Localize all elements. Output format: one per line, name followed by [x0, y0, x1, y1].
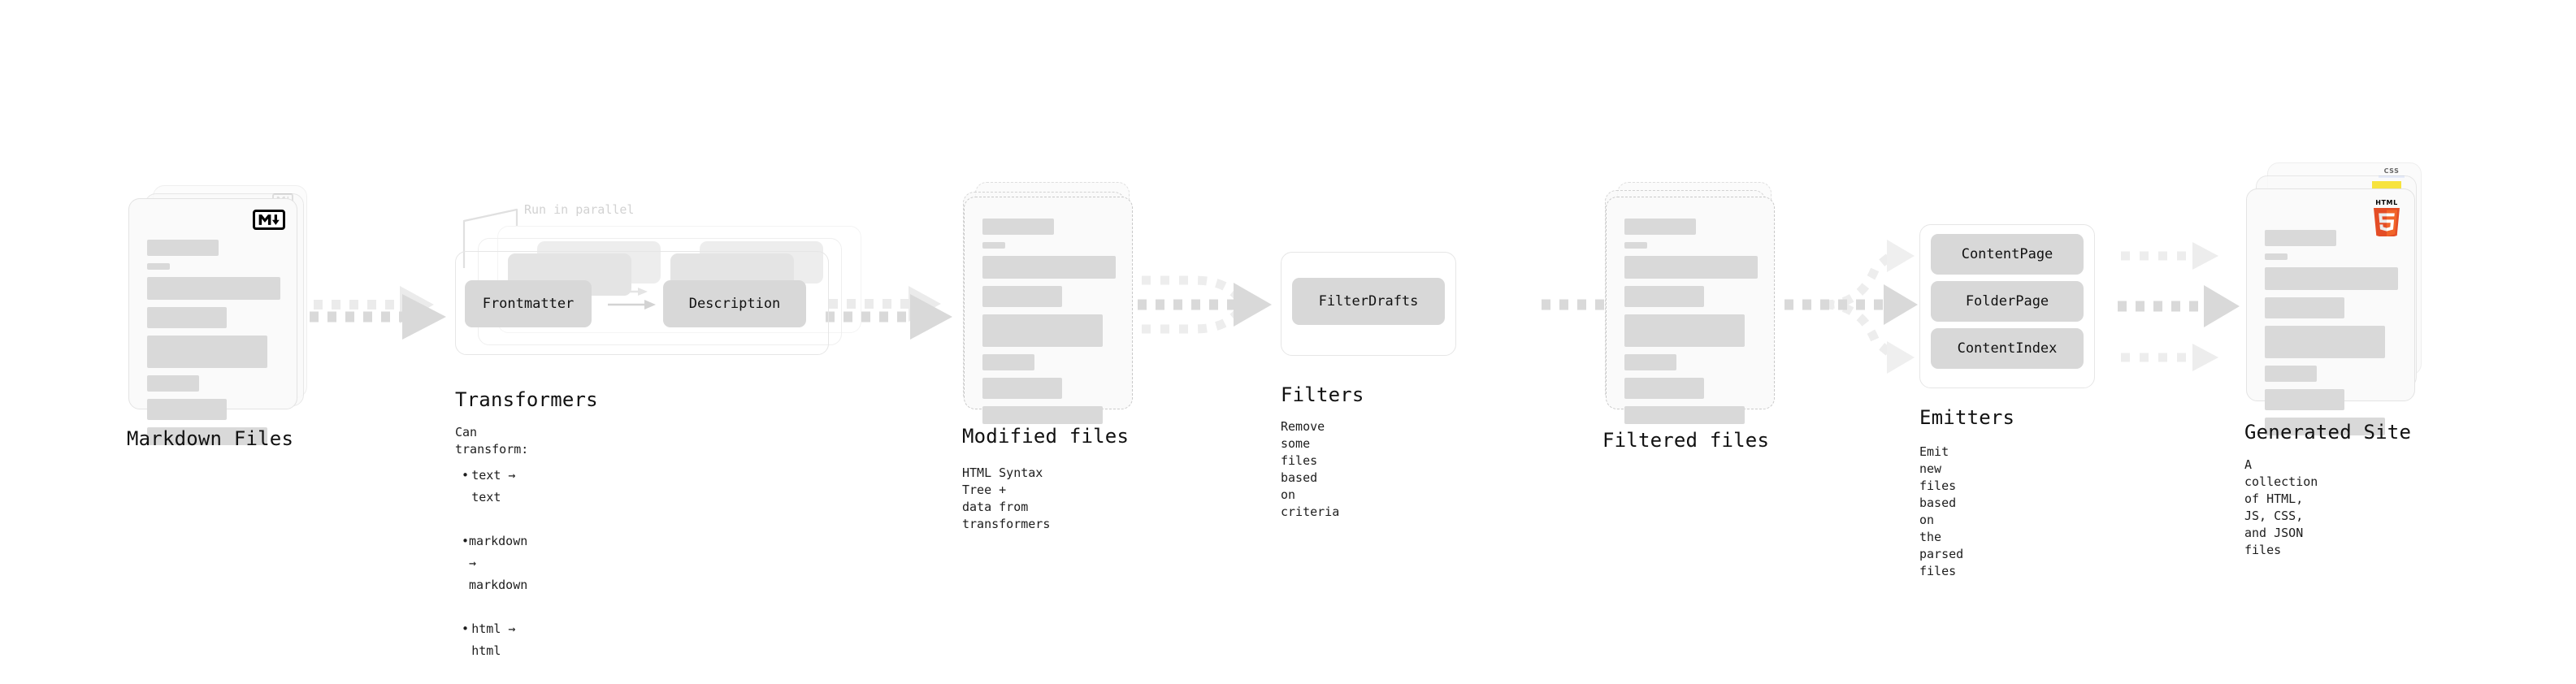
skeleton-bar: [147, 375, 199, 392]
stage-title-modified-files: Modified files: [962, 425, 1130, 448]
markdown-icon: [253, 210, 285, 230]
emitters-pill-folderpage[interactable]: FolderPage: [1931, 281, 2084, 322]
transformer-pill-frontmatter-label: Frontmatter: [482, 296, 575, 312]
stage-title-markdown-files: Markdown Files: [127, 427, 294, 450]
skeleton-bar: [147, 336, 267, 368]
filtered-file-card-front: [1606, 197, 1775, 424]
transformer-pill-description-label: Description: [688, 296, 781, 312]
skeleton-bar: [1624, 242, 1647, 249]
skeleton-bar: [2265, 267, 2398, 290]
transformers-bullet-1: markdown → markdown: [469, 534, 528, 592]
skeleton-bar: [147, 240, 219, 256]
transformer-pill-description[interactable]: Description: [663, 280, 806, 327]
run-in-parallel-label: Run in parallel: [524, 202, 635, 217]
skeleton-bars: [2265, 230, 2398, 443]
stage-caption-emitters: Emit new files based on the parsed files: [1919, 444, 1964, 578]
svg-text:HTML: HTML: [2375, 199, 2398, 206]
skeleton-bar: [147, 307, 227, 328]
bullet-dot-icon: •: [462, 621, 470, 636]
skeleton-bar: [147, 263, 170, 270]
skeleton-bar: [982, 314, 1103, 347]
skeleton-bars: [1624, 219, 1758, 431]
css-icon-label: CSS: [2383, 167, 2400, 175]
stage-title-filtered-files: Filtered files: [1602, 429, 1770, 452]
stage-caption-filters: Remove some files based on criteria: [1281, 419, 1340, 519]
skeleton-bar: [1624, 406, 1745, 424]
emitters-pill-contentindex[interactable]: ContentIndex: [1931, 328, 2084, 369]
arrow-filtered-to-emitters-split: [1785, 240, 1918, 374]
stage-title-emitters: Emitters: [1919, 406, 2015, 429]
skeleton-bar: [982, 286, 1062, 307]
bullet-dot-icon: •: [462, 468, 470, 483]
filters-pill-filterdrafts-label: FilterDrafts: [1318, 293, 1419, 310]
stage-caption-transformers: Can transform:: [455, 425, 529, 457]
skeleton-bars: [147, 240, 280, 452]
skeleton-bar: [147, 427, 267, 445]
markdown-file-card-front: [128, 198, 297, 445]
skeleton-bar: [982, 219, 1054, 235]
skeleton-bar: [2265, 366, 2317, 382]
skeleton-bars: [982, 219, 1116, 431]
stage-caption-generated-site: A collection of HTML, JS, CSS, and JSON …: [2244, 457, 2318, 557]
modified-file-card-front: [964, 197, 1133, 424]
skeleton-bar: [2265, 297, 2344, 318]
bullet-dot-icon: •: [462, 534, 470, 548]
skeleton-bar: [982, 406, 1103, 424]
filters-group: [1281, 252, 1456, 356]
emitters-group: [1919, 224, 2095, 388]
html5-icon: HTML: [2369, 197, 2405, 239]
skeleton-bar: [1624, 354, 1676, 370]
skeleton-bar: [1624, 314, 1745, 347]
site-file-card-html: HTML: [2246, 188, 2415, 435]
stage-title-generated-site: Generated Site: [2244, 421, 2412, 444]
transformer-pill-frontmatter[interactable]: Frontmatter: [465, 280, 592, 327]
skeleton-bar: [2265, 326, 2385, 358]
skeleton-bar: [1624, 378, 1704, 399]
stage-title-filters: Filters: [1281, 383, 1364, 406]
skeleton-bar: [2265, 389, 2344, 410]
skeleton-bar: [1624, 286, 1704, 307]
skeleton-bar: [147, 399, 227, 420]
skeleton-bar: [1624, 219, 1696, 235]
skeleton-bar: [982, 354, 1034, 370]
transformer-group-front: [455, 251, 829, 355]
filters-pill-filterdrafts[interactable]: FilterDrafts: [1292, 278, 1445, 325]
skeleton-bar: [982, 242, 1005, 249]
stage-caption-modified-files: HTML Syntax Tree + data from transformer…: [962, 465, 1051, 531]
arrow-markdown-to-transformers: [310, 286, 446, 340]
skeleton-bar: [1624, 256, 1758, 279]
skeleton-bar: [982, 256, 1116, 279]
skeleton-bar: [2265, 418, 2385, 435]
arrow-emitters-to-site: [2118, 242, 2240, 371]
emitters-pill-folderpage-label: FolderPage: [1965, 293, 2049, 310]
stage-title-transformers: Transformers: [455, 388, 598, 411]
arrow-modified-to-filters-merge: [1138, 275, 1272, 334]
transformers-bullet-list: • text → text • markdown → markdown • ht…: [462, 443, 533, 684]
transformers-bullet-0: text → text: [471, 468, 516, 504]
skeleton-bar: [2265, 230, 2336, 246]
transformers-bullet-2: html → html: [471, 621, 516, 658]
emitters-pill-contentpage-label: ContentPage: [1961, 246, 2053, 262]
skeleton-bar: [982, 378, 1062, 399]
emitters-pill-contentpage[interactable]: ContentPage: [1931, 234, 2084, 275]
emitters-pill-contentindex-label: ContentIndex: [1957, 340, 2058, 357]
skeleton-bar: [2265, 253, 2288, 260]
skeleton-bar: [147, 277, 280, 300]
